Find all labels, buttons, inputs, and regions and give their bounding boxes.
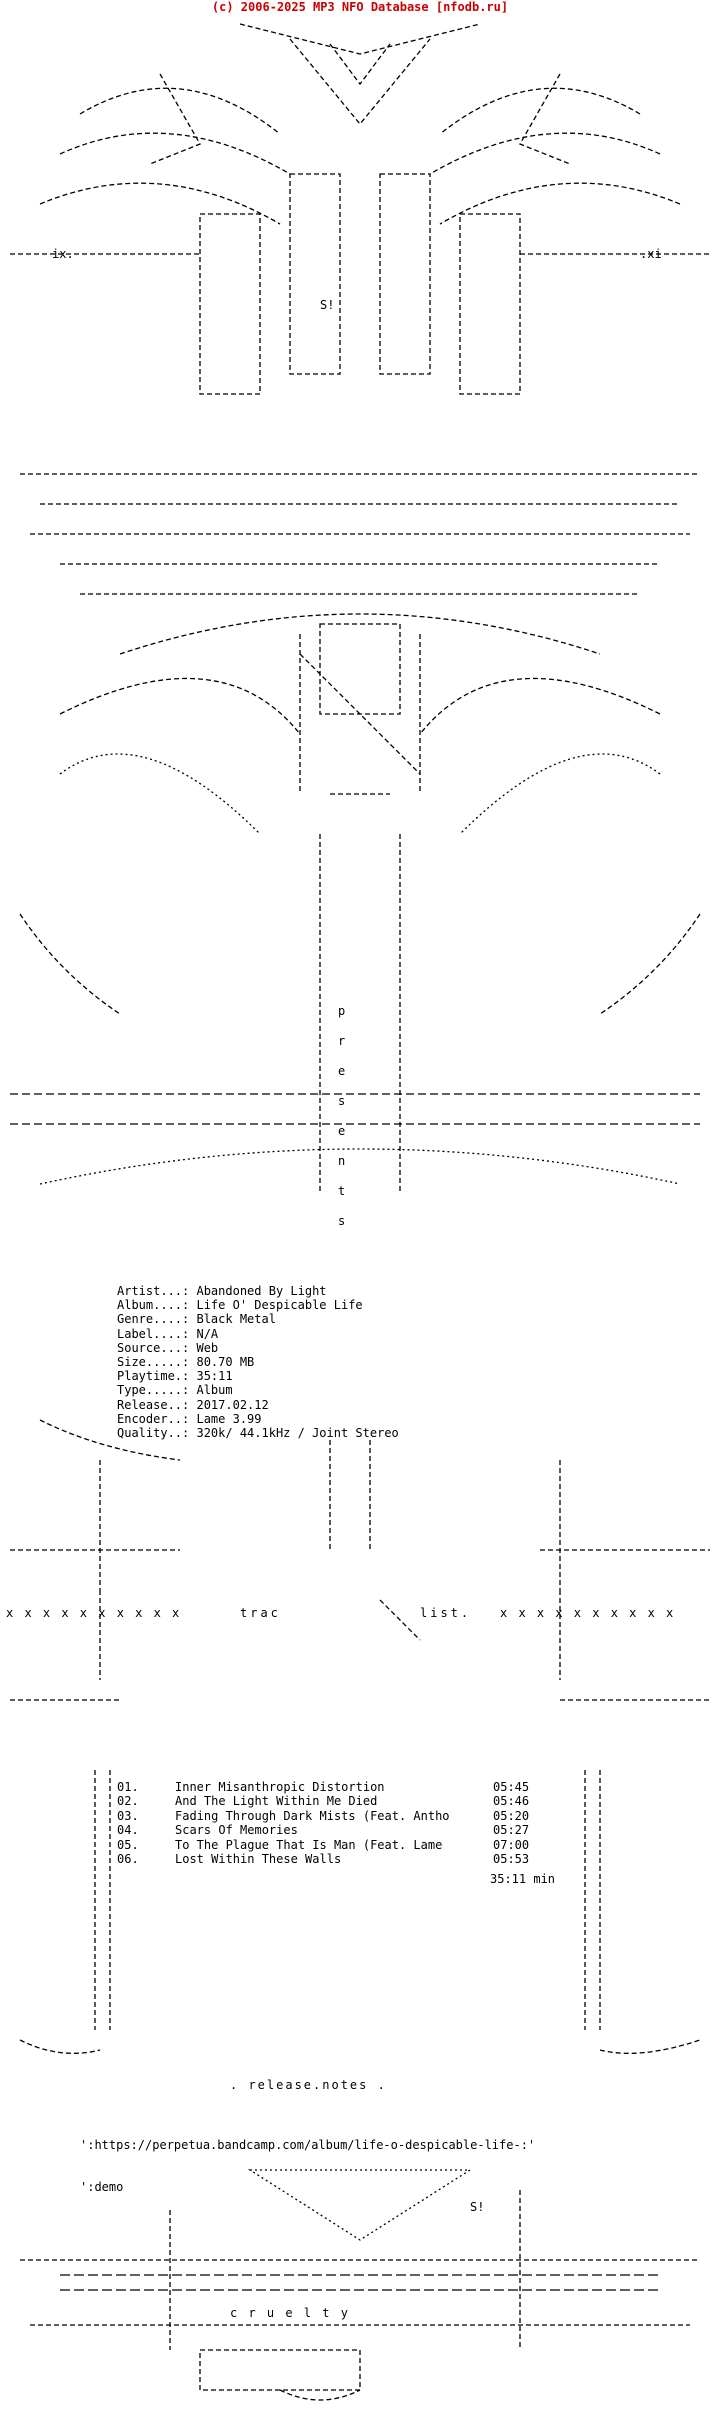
track-row: 05. To The Plague That Is Man (Feat. Lame…: [117, 1838, 577, 1852]
info-row: Genre....: Black Metal: [117, 1312, 399, 1326]
track-dur: 07:00: [493, 1837, 530, 1852]
track-row: 02. And The Light Within Me Died 05:46: [117, 1794, 577, 1808]
info-label: Album....:: [117, 1298, 190, 1313]
presents-letter: p: [338, 1004, 346, 1018]
cruelty-label: c r u e l t y: [230, 2306, 350, 2320]
info-value: N/A: [196, 1326, 219, 1341]
info-value: Lame 3.99: [196, 1411, 262, 1426]
track-dur: 05:27: [493, 1823, 530, 1838]
info-label: Size.....:: [117, 1354, 190, 1369]
info-row: Encoder..: Lame 3.99: [117, 1412, 399, 1426]
info-label: Source...:: [117, 1340, 190, 1355]
track-row: 03. Fading Through Dark Mists (Feat. Anth…: [117, 1809, 577, 1823]
info-value: Life O' Despicable Life: [196, 1298, 363, 1313]
copyright-header: (c) 2006-2025 MP3 NFO Database [nfodb.ru…: [211, 0, 509, 14]
right-tag: .xi: [640, 247, 662, 261]
info-label: Release..:: [117, 1397, 190, 1412]
release-notes-label: . release.notes .: [230, 2078, 387, 2092]
info-value: Web: [196, 1340, 219, 1355]
info-row: Playtime.: 35:11: [117, 1369, 399, 1383]
info-label: Label....:: [117, 1326, 190, 1341]
presents-letter: e: [338, 1124, 346, 1138]
info-value: Black Metal: [196, 1312, 276, 1327]
info-label: Genre....:: [117, 1312, 190, 1327]
track-dur: 05:45: [493, 1780, 530, 1794]
info-row: Type.....: Album: [117, 1383, 399, 1397]
info-value: 35:11: [196, 1369, 233, 1384]
total-runtime: 35:11 min: [490, 1872, 556, 1886]
release-tag: ':demo: [80, 2180, 124, 2194]
info-row: Release..: 2017.02.12: [117, 1398, 399, 1412]
top-logo-art: ix. .xi S! p r e s e n t s: [0, 14, 720, 1254]
info-value: 320k/ 44.1kHz / Joint Stereo: [196, 1425, 399, 1440]
track-num: 06.: [117, 1851, 139, 1866]
bottom-logo-art: S! c r u e l t y: [0, 2150, 720, 2412]
track-title: And The Light Within Me Died: [175, 1794, 378, 1809]
track-row: 06. Lost Within These Walls 05:53: [117, 1852, 577, 1866]
presents-letter: r: [338, 1034, 346, 1048]
x-row-left: x x x x x x x x x x: [6, 1606, 182, 1620]
info-row: Album....: Life O' Despicable Life: [117, 1298, 399, 1312]
info-row: Artist...: Abandoned By Light: [117, 1284, 399, 1298]
track-dur: 05:46: [493, 1794, 530, 1809]
presents-letter: t: [338, 1184, 346, 1198]
tracklist-frame: [0, 1770, 720, 2070]
track-title: Fading Through Dark Mists (Feat. Antho: [175, 1808, 450, 1823]
info-value: Abandoned By Light: [196, 1284, 327, 1298]
info-label: Type.....:: [117, 1383, 190, 1398]
info-row: Source...: Web: [117, 1341, 399, 1355]
release-notes: ':https://perpetua.bandcamp.com/album/li…: [80, 2110, 535, 2208]
track-title: Inner Misanthropic Distortion: [175, 1780, 385, 1794]
presents-letter: n: [338, 1154, 346, 1168]
track-num: 04.: [117, 1823, 139, 1838]
track-dur: 05:20: [493, 1808, 530, 1823]
track-row: 01. Inner Misanthropic Distortion 05:45: [117, 1780, 577, 1794]
info-row: Size.....: 80.70 MB: [117, 1355, 399, 1369]
info-row: Label....: N/A: [117, 1327, 399, 1341]
track-num: 03.: [117, 1808, 139, 1823]
info-label: Playtime.:: [117, 1369, 190, 1384]
track-row: 04. Scars Of Memories 05:27: [117, 1823, 577, 1837]
info-label: Artist...:: [117, 1284, 190, 1298]
track-num: 01.: [117, 1780, 139, 1794]
track-num: 02.: [117, 1794, 139, 1809]
track-title: Scars Of Memories: [175, 1823, 298, 1838]
presents-letter: e: [338, 1064, 346, 1078]
x-row-right: x x x x x x x x x x: [500, 1606, 676, 1620]
track-title: Lost Within These Walls: [175, 1851, 342, 1866]
left-tag: ix.: [52, 247, 74, 261]
signature: S!: [470, 2200, 485, 2214]
tracklist-art: x x x x x x x x x x x x x x x x x x x x …: [0, 1400, 720, 1770]
info-value: 2017.02.12: [196, 1397, 269, 1412]
presents-letter: s: [338, 1094, 346, 1108]
track-title: To The Plague That Is Man (Feat. Lame: [175, 1837, 443, 1852]
art-mark: S!: [320, 298, 335, 312]
presents-letter: s: [338, 1214, 346, 1228]
info-value: Album: [196, 1383, 233, 1398]
info-label: Encoder..:: [117, 1411, 190, 1426]
track-dur: 05:53: [493, 1851, 530, 1866]
track-num: 05.: [117, 1837, 139, 1852]
info-value: 80.70 MB: [196, 1354, 255, 1369]
release-url[interactable]: ':https://perpetua.bandcamp.com/album/li…: [80, 2138, 536, 2152]
tracklist-label-right: list.: [420, 1606, 472, 1620]
info-label: Quality..:: [117, 1425, 190, 1440]
tracklist-label-left: trac: [240, 1606, 281, 1620]
info-row: Quality..: 320k/ 44.1kHz / Joint Stereo: [117, 1426, 399, 1440]
